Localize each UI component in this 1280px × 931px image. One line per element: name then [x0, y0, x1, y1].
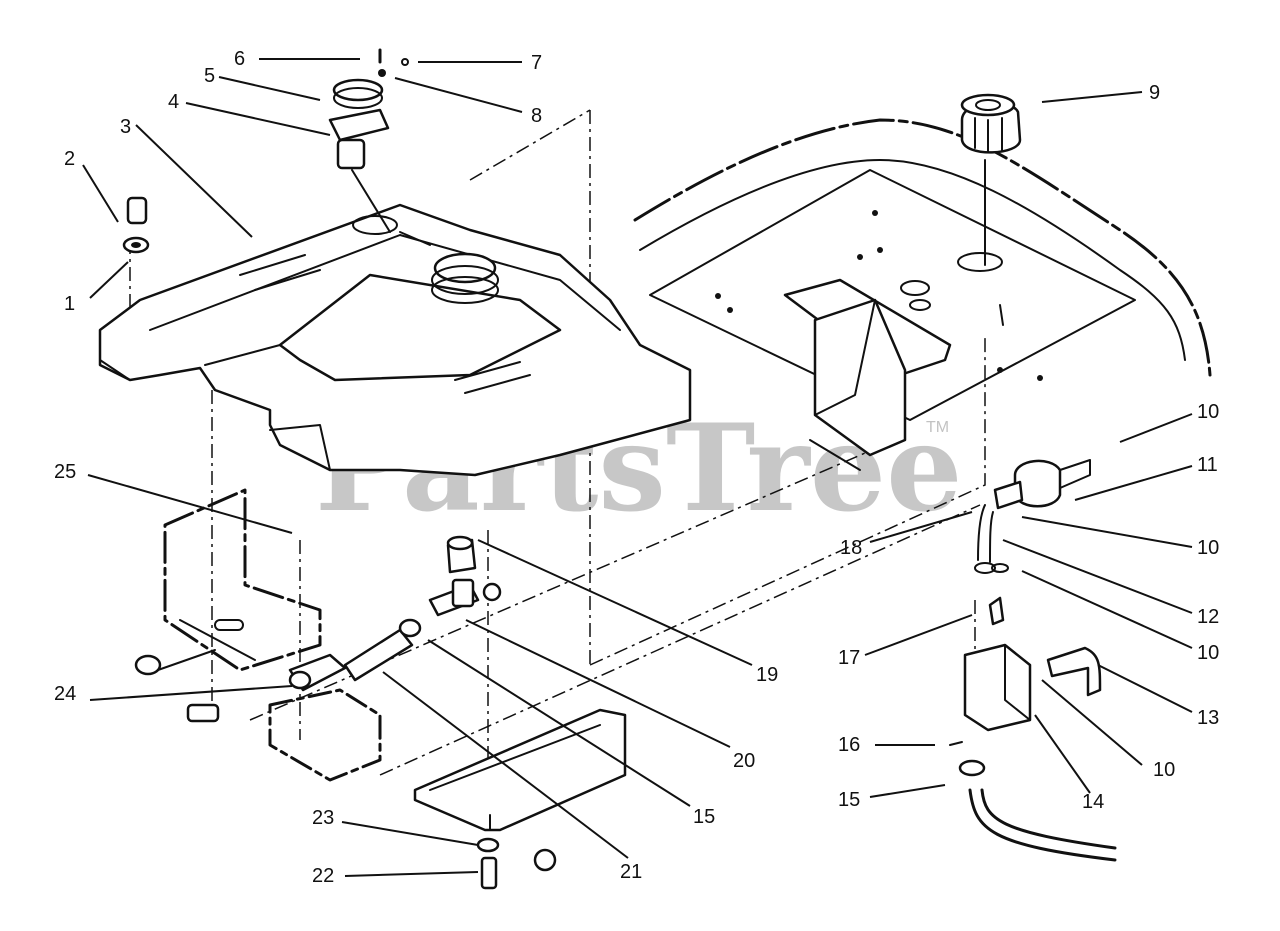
callout-17: 17	[838, 647, 860, 669]
callout-18: 18	[840, 537, 862, 559]
lower-tray-bracket	[413, 708, 627, 890]
callout-10-upper: 10	[1197, 537, 1219, 559]
callout-9: 9	[1149, 82, 1160, 104]
callout-10-top: 10	[1197, 401, 1219, 423]
callout-20: 20	[733, 750, 755, 772]
fuel-filter-assembly	[949, 459, 1117, 862]
callout-2: 2	[64, 148, 75, 170]
left-tank-bracket	[134, 488, 322, 676]
callout-11: 11	[1197, 454, 1218, 476]
leader-lines	[82, 58, 1193, 877]
callout-7: 7	[531, 52, 542, 74]
callout-1: 1	[64, 293, 75, 315]
callout-14: 14	[1082, 791, 1104, 813]
watermark-trademark: TM	[926, 419, 949, 436]
callout-12: 12	[1197, 606, 1219, 628]
callout-25: 25	[54, 461, 76, 483]
fender-deck	[633, 118, 1212, 471]
callout-10-lower: 10	[1153, 759, 1175, 781]
callout-23: 23	[312, 807, 334, 829]
callout-6: 6	[234, 48, 245, 70]
callout-15-right: 15	[838, 789, 860, 811]
callout-8: 8	[531, 105, 542, 127]
lower-left-bracket	[186, 688, 382, 782]
callout-24: 24	[54, 683, 76, 705]
callout-13: 13	[1197, 707, 1219, 729]
callout-19: 19	[756, 664, 778, 686]
fuel-gauge-assembly	[328, 48, 409, 233]
callout-15-left: 15	[693, 806, 715, 828]
callout-21: 21	[620, 861, 642, 883]
callout-4: 4	[168, 91, 179, 113]
callout-10-middle: 10	[1197, 642, 1219, 664]
callout-22: 22	[312, 865, 334, 887]
callout-16: 16	[838, 734, 860, 756]
fuel-line-clip	[288, 618, 422, 692]
tank-mount-bolt	[122, 196, 150, 254]
callout-5: 5	[204, 65, 215, 87]
callout-3: 3	[120, 116, 131, 138]
callout-numbers: 1 2 3 4 5 6 7 8 9 10 11 10 18 12 10 17 1…	[54, 48, 1219, 887]
fuel-tank	[98, 203, 692, 477]
fuel-cap	[960, 93, 1022, 266]
fuel-tee-fitting	[428, 535, 502, 617]
